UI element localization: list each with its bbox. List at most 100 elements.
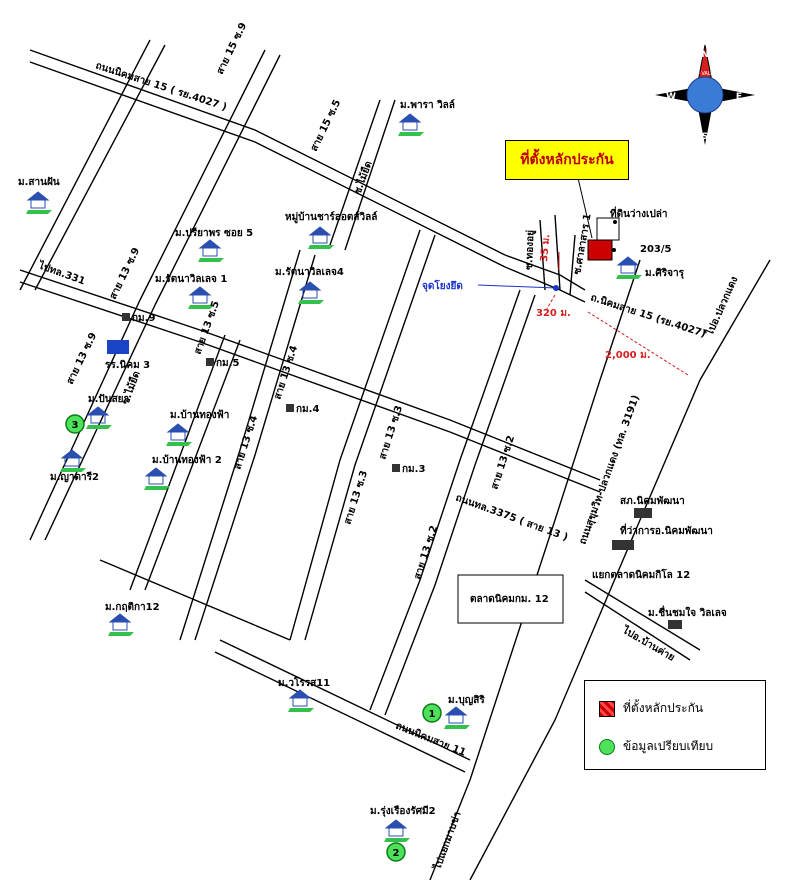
place-label: ม.พารา วิลล์: [400, 99, 455, 111]
house-icon: [616, 256, 642, 279]
house-icon: [144, 467, 170, 490]
house-icon: [298, 281, 324, 304]
reference-line: [477, 284, 557, 289]
place-label: หมู่บ้านชาร์ลอตส์วิลล์: [285, 211, 377, 224]
road-nikhom15-south-edge: [29, 61, 506, 268]
site-dot: [612, 248, 616, 252]
house-icon: [60, 449, 86, 472]
km-post-icon: [206, 358, 214, 366]
road-s13-3b: [304, 234, 436, 641]
road-maiyue-top-b: [344, 99, 396, 251]
comparison-marker-2: [386, 842, 406, 862]
landmark-icons: [107, 313, 682, 629]
place-label: รร.นิคม 3: [105, 359, 150, 371]
road-label: สาย 13 ซ.3: [342, 469, 370, 526]
house-icon: [108, 613, 134, 636]
reference-point-label: จุดโยงยึด: [422, 279, 463, 292]
road-label: สาย 13 ซ.4: [232, 414, 260, 471]
comparison-marker-3-label: 3: [72, 420, 79, 431]
distance-2000-label: 2,000 ม.: [605, 350, 651, 361]
compass-s-label: S: [702, 132, 708, 142]
place-label: ม.รัตนาวิลเลจ4: [275, 266, 344, 278]
school-icon: [107, 340, 129, 354]
market-block: [457, 574, 564, 624]
road-nikhom11: [219, 639, 471, 761]
road-label: ถนนนิคมสาย 15 ( รย.4027 ): [94, 59, 228, 113]
place-label: ม.ชื่นชมใจ วิลเลจ: [648, 605, 727, 619]
road-s13-2b: [384, 294, 536, 716]
road-s15-5b: [154, 54, 281, 306]
village-icon: [668, 620, 682, 629]
road-label: สาย 13 ซ.3: [377, 404, 405, 461]
place-label: กม.4: [296, 404, 319, 415]
house-icon: [308, 226, 334, 249]
road-to-ban-chang-2: [584, 591, 691, 661]
house-icon: [86, 406, 112, 429]
road-label: สาย 13 ซ.2: [412, 524, 440, 581]
legend-row-collateral: ที่ตั้งหลักประกัน: [599, 699, 703, 718]
place-label: 203/5: [640, 244, 672, 255]
comparison-marker-2-label: 2: [393, 848, 400, 859]
place-label: กม.3: [402, 464, 425, 475]
road-thongyu-b: [554, 214, 561, 291]
house-icon: [444, 706, 470, 729]
road-label: สาย 13 ซ.9: [108, 246, 142, 301]
legend-comparison-label: ข้อมูลเปรียบเทียบ: [623, 739, 714, 753]
place-label: ม.ศิริจารุ: [645, 267, 685, 279]
place-label: ตลาดนิคมกม. 12: [470, 593, 549, 605]
road-label: สาย 13 ซ.9: [65, 331, 99, 386]
place-label: ที่ดินว่างเปล่า: [610, 206, 668, 220]
road-label: ซ.ไม้ยืด: [351, 159, 375, 196]
km-post-icon: [122, 313, 130, 321]
place-label: ม.บ้านทองฟ้า: [170, 409, 229, 421]
road-sukhumvit-west: [429, 259, 641, 880]
place-label: ม.รุ่งเรืองรัศมี2: [370, 805, 436, 817]
road-label: สาย 13 ซ.4: [272, 344, 300, 401]
road-s13-4b: [194, 254, 316, 641]
comparison-marker-3: [65, 414, 85, 434]
road-label: สาย 13 ซ.2: [489, 434, 517, 491]
legend-row-comparison: ข้อมูลเปรียบเทียบ: [599, 737, 713, 756]
road-label: ไปอ.ปลวกแดง: [702, 274, 740, 338]
place-label: ม.สานฝัน: [18, 176, 60, 188]
place-label: ที่ว่าการอ.นิคมพัฒนา: [620, 523, 713, 537]
compass-rose: N S W E WORLD VALUATION: [655, 44, 755, 145]
collateral-site: [587, 239, 613, 261]
place-label: ม.ปันสยา: [88, 393, 129, 405]
road-label: สาย 15 ซ.5: [309, 98, 343, 153]
office-icon: [612, 540, 634, 550]
empty-land-plot: [596, 217, 620, 241]
distance-320-label: 320 ม.: [536, 308, 571, 319]
legend-collateral-label: ที่ตั้งหลักประกัน: [623, 701, 704, 715]
collateral-callout-text: ที่ตั้งหลักประกัน: [520, 152, 614, 168]
road-label: ไปทล.331: [36, 258, 87, 287]
reference-point: [553, 285, 559, 291]
road-label: ถ.นิคมสาย 15 (รย.4027): [589, 291, 707, 340]
road-nikhom15-north-edge: [29, 49, 506, 256]
compass-w-label: W: [666, 92, 676, 102]
km-post-icon: [286, 404, 294, 412]
road-s15-9: [19, 39, 151, 291]
place-label: ม.บ้านทองฟ้า 2: [152, 454, 222, 466]
place-label: กม.5: [216, 358, 239, 369]
place-label: ม.วโรรส11: [278, 676, 330, 689]
comparison-markers: 3 1 2: [65, 414, 442, 862]
compass-ring-label: WORLD VALUATION: [681, 71, 730, 77]
house-icon: [198, 239, 224, 262]
road-network: [19, 39, 771, 880]
house-icon: [26, 191, 52, 214]
place-label: ม.ปรียาพร ซอย 5: [175, 227, 253, 239]
road-maiyue-top: [329, 99, 381, 246]
road-label: ไปแยกมาบข่า: [430, 809, 463, 871]
place-label: กม.9: [132, 313, 155, 324]
house-icons: [26, 113, 642, 842]
road-tl3375-south: [19, 281, 601, 493]
collateral-callout: ที่ตั้งหลักประกัน: [505, 140, 629, 180]
compass-n-label: N: [701, 50, 709, 60]
empty-land-dot: [613, 220, 617, 224]
road-label: ถนนสุขุมวิท-ปลวกแดง (ทล. 3191): [577, 393, 642, 546]
road-s13-3: [289, 229, 421, 641]
collateral-swatch-icon: [599, 700, 615, 717]
place-label: ม.ญาดารี2: [50, 471, 99, 483]
